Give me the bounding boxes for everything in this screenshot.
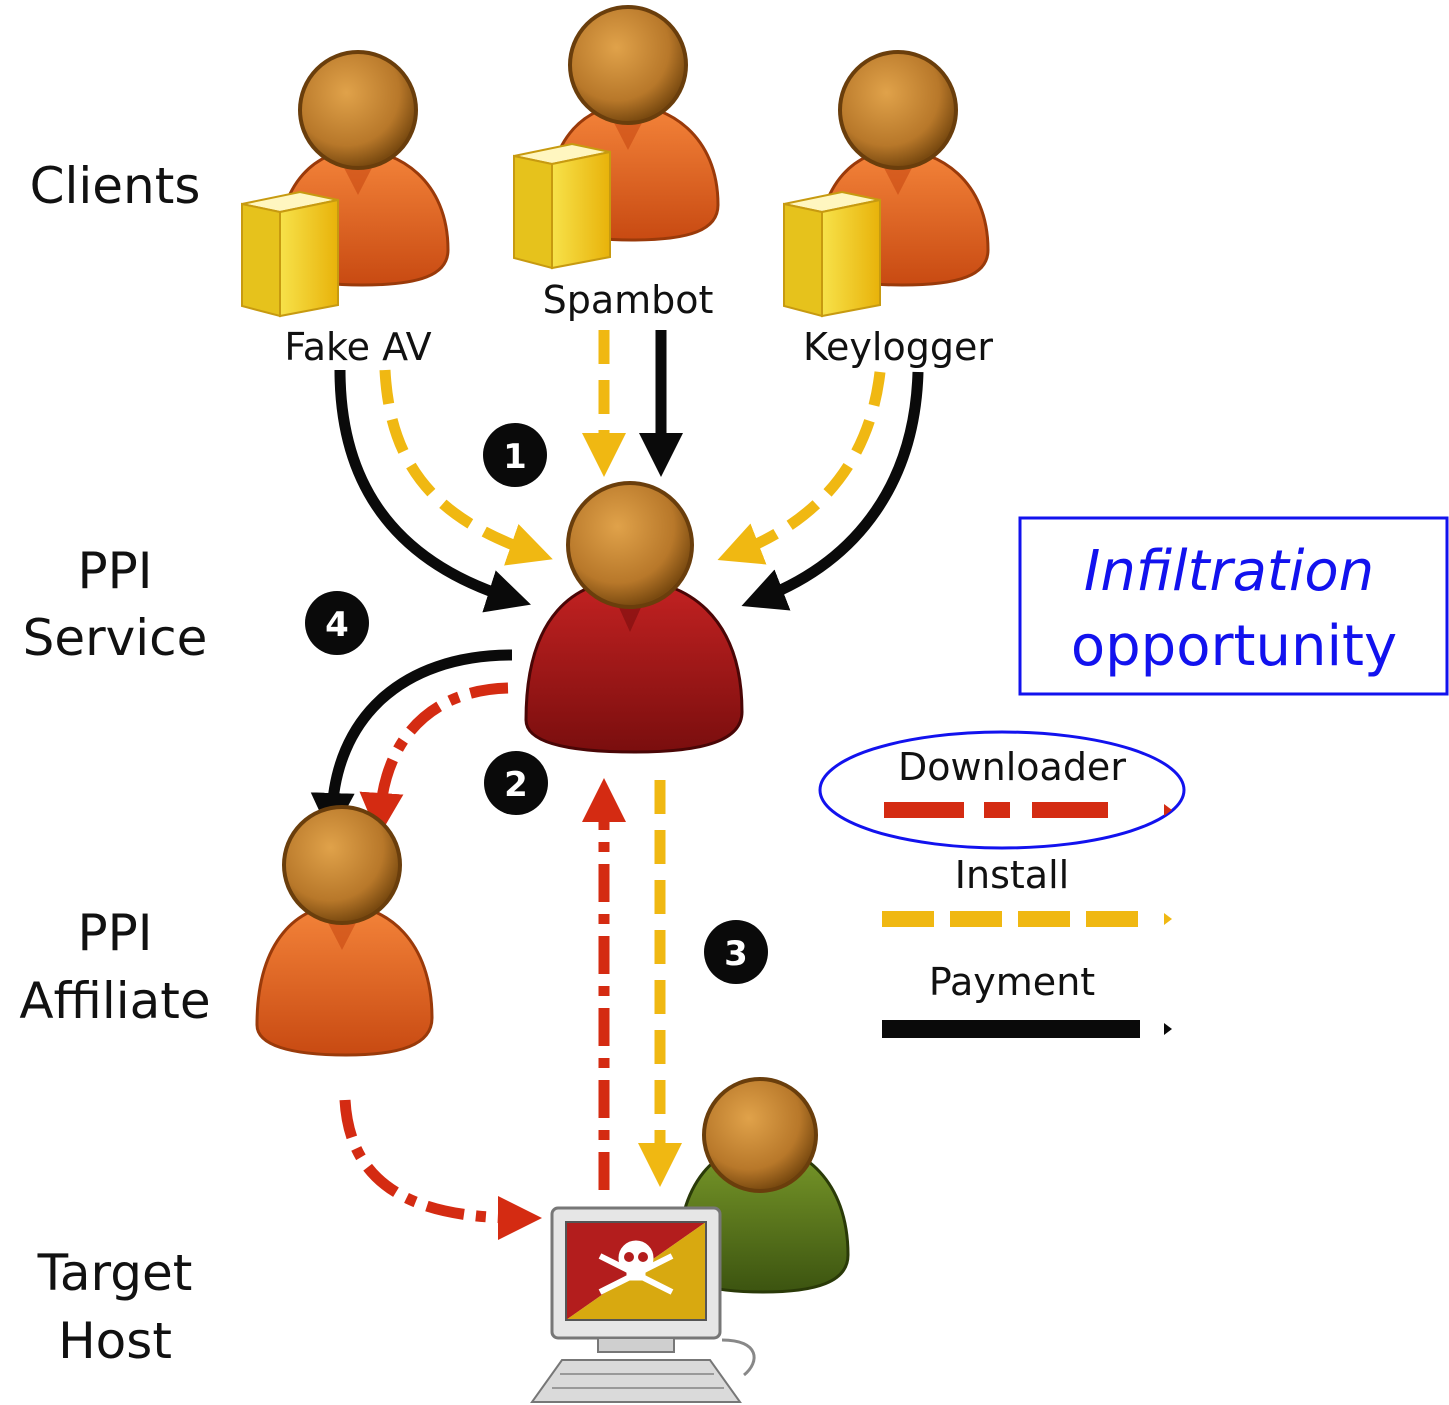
client-label-spambot: Spambot [543, 278, 714, 322]
tier-label-clients: Clients [30, 157, 201, 215]
legend-line-downloader [884, 802, 1172, 818]
callout-line-2: opportunity [1071, 614, 1397, 679]
tier-label-ppi-service-2: Service [23, 609, 208, 667]
payment-arrow-fake-av [334, 369, 531, 613]
legend: Downloader Install Payment [818, 730, 1186, 1038]
client-spambot-software-box-icon [513, 142, 611, 270]
skull-crossbones-icon [598, 1240, 674, 1295]
svg-text:3: 3 [724, 934, 748, 974]
legend-label-downloader: Downloader [898, 745, 1126, 789]
install-arrow-fake-av [379, 369, 553, 566]
ppi-service-person-icon [524, 481, 744, 754]
tier-label-ppi-service-1: PPI [77, 542, 152, 600]
legend-line-install [882, 911, 1172, 927]
payment-arrow-to-affiliate [310, 649, 513, 837]
downloader-highlight-ellipse [818, 730, 1186, 850]
svg-text:2: 2 [504, 765, 528, 805]
infected-computer-icon [530, 1206, 756, 1403]
tier-label-ppi-affiliate-1: PPI [77, 904, 152, 962]
step-3-badge: 3 [704, 920, 768, 984]
client-keylogger-software-box-icon [783, 190, 881, 318]
svg-text:1: 1 [503, 437, 527, 477]
client-fake-av-software-box-icon [241, 190, 339, 318]
step-4-badge: 4 [305, 591, 369, 655]
svg-text:4: 4 [325, 605, 349, 645]
payment-arrow-keylogger [741, 371, 924, 611]
downloader-arrow-to-target [339, 1099, 542, 1240]
client-label-fake-av: Fake AV [284, 325, 431, 369]
tier-label-ppi-affiliate-2: Affiliate [19, 972, 210, 1030]
tier-label-target-host-1: Target [37, 1244, 193, 1302]
legend-label-install: Install [955, 853, 1069, 897]
legend-line-payment [882, 1020, 1172, 1038]
install-arrow-keylogger [717, 371, 886, 565]
step-2-badge: 2 [484, 751, 548, 815]
callout-line-1: Infiltration [1084, 539, 1374, 604]
downloader-arrow-to-affiliate [359, 682, 509, 837]
step-1-badge: 1 [483, 423, 547, 487]
legend-label-payment: Payment [929, 960, 1095, 1004]
ppi-affiliate-person-icon [255, 805, 434, 1057]
client-label-keylogger: Keylogger [803, 325, 993, 369]
infiltration-callout: Infiltration opportunity [1018, 516, 1449, 696]
tier-label-target-host-2: Host [58, 1312, 172, 1370]
